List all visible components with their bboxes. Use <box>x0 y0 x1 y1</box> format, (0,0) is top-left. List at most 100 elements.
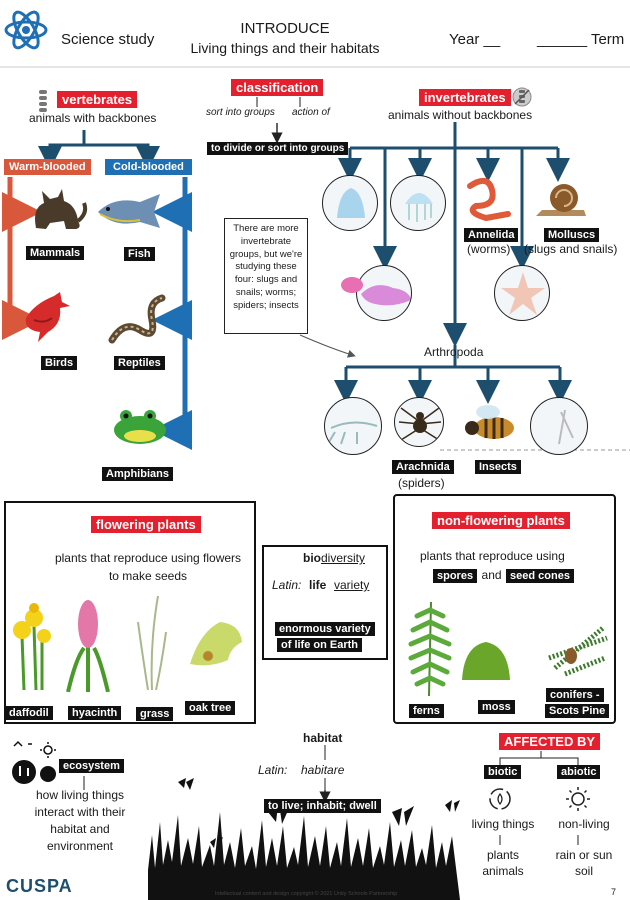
spores-seed-line: spores and seed cones <box>433 566 574 584</box>
non-flowering-desc: plants that reproduce using <box>420 549 565 563</box>
biotic-living-things: living things <box>471 817 535 831</box>
affected-by-label: AFFECTED BY <box>499 733 600 750</box>
oak-leaf-illustration <box>180 612 250 672</box>
page-subtitle: Living things and their habitats <box>190 40 380 56</box>
flatworm-circle <box>356 265 412 321</box>
molluscs-sub: (slugs and snails) <box>524 242 618 256</box>
term-field: ______ Term <box>537 31 625 48</box>
fish-illustration <box>94 190 166 232</box>
group-amphibians: Amphibians <box>102 467 173 481</box>
vertebrates-desc: animals with backbones <box>29 111 157 125</box>
biodiversity-life: life <box>309 578 327 592</box>
group-insects: Insects <box>475 460 521 474</box>
group-arachnida: Arachnida <box>392 460 454 474</box>
invertebrate-note: There are more invertebrate groups, but … <box>224 218 308 334</box>
bee-illustration <box>458 400 520 444</box>
spores-label: spores <box>433 569 478 583</box>
biotic-animals: animals <box>482 864 524 878</box>
biotic-label: biotic <box>484 765 522 779</box>
invertebrates-label: invertebrates <box>419 89 511 106</box>
copyright-text: Intellectual content and design copyrigh… <box>215 891 398 897</box>
group-fish: Fish <box>124 247 155 261</box>
backbone-icon <box>38 90 48 112</box>
abiotic-rain-sun: rain or sun <box>555 848 613 862</box>
classification-meaning: to divide or sort into groups <box>207 142 349 155</box>
plant-ferns: ferns <box>409 704 444 718</box>
group-birds: Birds <box>41 356 78 370</box>
insect-circle <box>530 397 588 455</box>
abiotic-label: abiotic <box>557 765 601 779</box>
annelida-sub: (worms) <box>467 242 511 256</box>
grass-silhouette <box>148 812 460 900</box>
plant-grass: grass <box>136 707 174 721</box>
habitat-latin-label: Latin: <box>258 763 288 777</box>
biodiversity-latin-label: Latin: <box>272 578 302 592</box>
habitat-label: habitat <box>303 731 343 745</box>
biotic-plants: plants <box>486 848 520 862</box>
vertebrates-label: vertebrates <box>57 91 138 108</box>
plant-oak-tree: oak tree <box>185 701 236 715</box>
flowering-desc-1: plants that reproduce using flowers <box>54 551 242 565</box>
arthropoda-label: Arthropoda <box>424 345 484 359</box>
biodiversity-meaning-2: of life on Earth <box>277 638 362 652</box>
ecosystem-desc-1: how living things <box>35 788 125 802</box>
ecosystem-icon <box>10 740 58 786</box>
biodiversity-prefix: bio <box>303 551 321 565</box>
page-title: INTRODUCE <box>240 20 330 37</box>
grass-illustration <box>132 592 172 690</box>
group-mammals: Mammals <box>26 246 85 260</box>
starfish-circle <box>494 265 550 321</box>
page-number: 7 <box>611 887 617 897</box>
pine-illustration <box>545 618 611 678</box>
biodiversity-rest: diversity <box>321 551 366 565</box>
ecosystem-desc-4: environment <box>46 839 114 853</box>
classification-label: classification <box>231 79 324 96</box>
abiotic-non-living: non-living <box>558 817 610 831</box>
cuspa-logo: CUSPA <box>6 876 92 898</box>
cold-blooded-label: Cold-blooded <box>105 159 192 175</box>
no-backbone-icon <box>512 87 532 107</box>
note-text: There are more invertebrate groups, but … <box>229 223 303 311</box>
cat-illustration <box>26 183 88 233</box>
spider-circle <box>394 397 444 447</box>
flowering-plants-label: flowering plants <box>91 516 201 533</box>
cuspa-logo-text: CUSPA <box>6 876 73 896</box>
invertebrates-desc: animals without backbones <box>388 108 533 122</box>
seed-cones-label: seed cones <box>506 569 574 583</box>
group-annelida: Annelida <box>464 228 519 242</box>
plant-scots-pine: Scots Pine <box>545 704 610 718</box>
jellyfish-circle <box>390 175 446 231</box>
flowering-desc-2: to make seeds <box>108 569 188 583</box>
plant-conifers: conifers - <box>546 688 604 702</box>
group-reptiles: Reptiles <box>114 356 165 370</box>
group-molluscs: Molluscs <box>544 228 600 242</box>
sponge-circle <box>322 175 378 231</box>
hyacinth-illustration <box>60 598 116 692</box>
biodiversity-variety: variety <box>334 578 370 592</box>
pink-fish-illustration <box>340 275 364 295</box>
habitat-meaning: to live; inhabit; dwell <box>264 799 381 813</box>
recycle-icon <box>487 786 513 812</box>
snail-illustration <box>534 178 588 220</box>
and-label: and <box>481 568 502 582</box>
ecosystem-desc-3: habitat and <box>50 822 110 836</box>
biodiversity-word: biodiversity <box>303 551 365 565</box>
non-flowering-plants-label: non-flowering plants <box>432 512 570 529</box>
snake-illustration <box>104 290 170 346</box>
science-atom-icon <box>4 8 48 52</box>
classification-sort: sort into groups <box>206 107 275 118</box>
classification-action: action of <box>292 107 330 118</box>
plant-hyacinth: hyacinth <box>68 706 122 720</box>
plant-moss: moss <box>478 700 515 714</box>
flowering-plants-panel <box>4 501 256 724</box>
habitat-latin-word: habitare <box>301 763 345 777</box>
fern-illustration <box>405 598 453 696</box>
science-study-label: Science study <box>61 31 155 48</box>
abiotic-soil: soil <box>574 864 593 878</box>
bird-illustration <box>14 290 76 346</box>
crustacean-circle <box>324 397 382 455</box>
plant-daffodil: daffodil <box>5 706 53 720</box>
year-field: Year __ <box>449 31 501 48</box>
ecosystem-label: ecosystem <box>59 759 124 773</box>
